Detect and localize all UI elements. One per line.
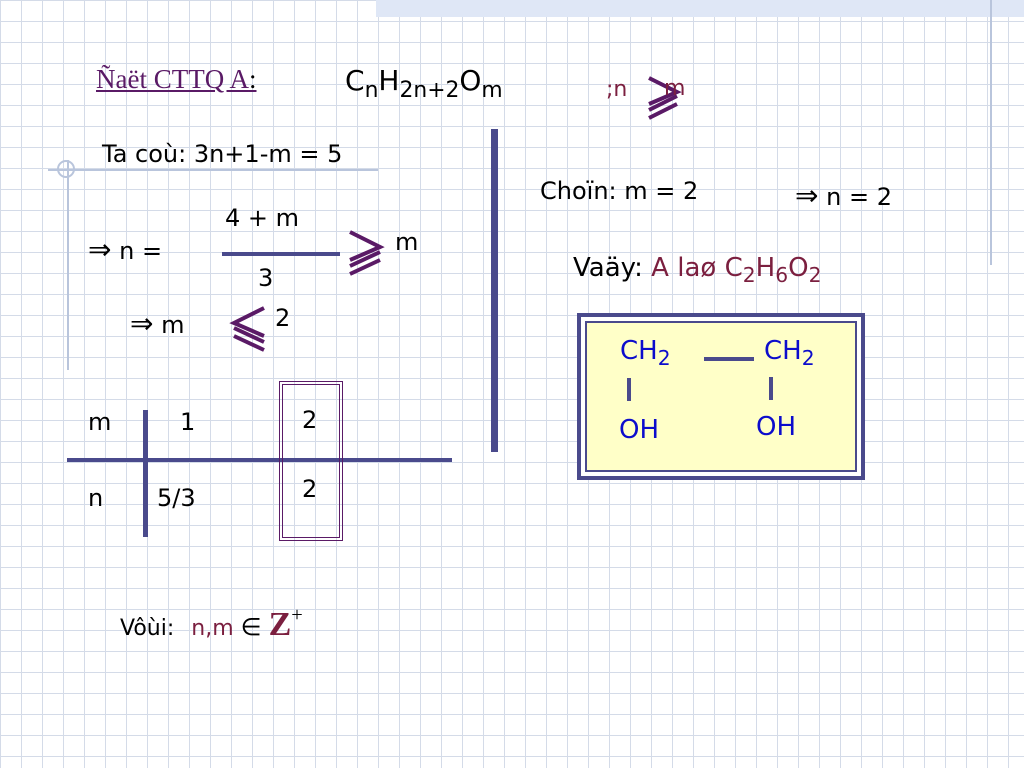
heading-colon: :: [248, 64, 257, 94]
structure-right-group: CH2: [764, 336, 815, 370]
conclusion-line: Vaäy: A laø C2H6O2: [573, 253, 822, 287]
section-divider: [491, 129, 498, 452]
formula-o-sub: m: [481, 77, 503, 103]
formula-c: C: [345, 64, 365, 97]
leq-symbol: [229, 306, 265, 352]
choice-line: Choïn: m = 2: [540, 177, 699, 205]
table-cell-n2: 2: [302, 475, 318, 503]
constraint-vars: n,m: [191, 616, 234, 641]
conclusion-h: H: [755, 253, 776, 283]
structure-right-oh: OH: [756, 412, 797, 442]
fraction-denominator: 3: [258, 264, 274, 292]
geq-symbol-fraction: [349, 230, 385, 276]
fraction-bar: [222, 252, 340, 256]
structure-box: [577, 313, 865, 480]
element-of-icon: ∈: [240, 613, 262, 641]
conclusion-c-sub: 2: [742, 263, 756, 288]
m-label: m: [161, 311, 185, 339]
ineq2-rhs: 2: [275, 304, 291, 332]
right-ch: CH: [764, 336, 802, 366]
implies-arrow-icon-2: ⇒: [130, 307, 154, 340]
result-line: ⇒ n = 2: [795, 179, 892, 212]
result-text: n = 2: [826, 183, 892, 211]
condition-lead: ;n: [606, 77, 628, 102]
implies-arrow-icon: ⇒: [88, 233, 112, 266]
table-cell-n1: 5/3: [157, 484, 196, 512]
top-bar-decoration: [376, 0, 1024, 17]
structure-left-oh: OH: [619, 415, 660, 445]
left-frame-line: [67, 160, 69, 370]
frame-circle-decoration: [57, 160, 75, 178]
table-hline: [67, 458, 452, 462]
structure-bond-left-vertical: [627, 378, 631, 401]
conclusion-a: A: [651, 253, 669, 283]
implies-arrow-icon-3: ⇒: [795, 179, 819, 212]
heading-title-text: Ñaët CTTQ A: [96, 64, 249, 94]
general-formula: CnH2n+2Om: [345, 64, 503, 103]
heading-title: Ñaët CTTQ A:: [96, 64, 257, 95]
equation-line: Ta coù: 3n+1-m = 5: [102, 140, 343, 168]
table-vline: [143, 410, 148, 537]
implies-m-row: ⇒ m: [130, 307, 185, 340]
conclusion-formula: C2H6O2: [724, 253, 822, 287]
table-cell-m1: 1: [180, 408, 196, 436]
left-ch-sub: 2: [657, 346, 671, 371]
right-ch-sub: 2: [801, 346, 815, 371]
left-frame-hline: [48, 169, 378, 171]
integer-set: Z+: [268, 603, 303, 643]
structure-left-group: CH2: [620, 336, 671, 370]
conclusion-lead: Vaäy:: [573, 253, 643, 283]
conclusion-h-sub: 6: [775, 263, 789, 288]
implies-n-row: ⇒ n =: [88, 233, 162, 266]
condition-rhs: m: [664, 76, 686, 101]
integer-set-plus: +: [291, 603, 303, 626]
table-header-n: n: [88, 484, 104, 512]
left-ch: CH: [620, 336, 658, 366]
structure-bond-right-vertical: [769, 377, 773, 400]
fraction-numerator: 4 + m: [225, 204, 300, 232]
table-header-m: m: [88, 408, 112, 436]
conclusion-o: O: [788, 253, 809, 283]
conclusion-c: C: [724, 253, 743, 283]
n-equals-label: n =: [119, 237, 163, 265]
conclusion-o-sub: 2: [808, 263, 822, 288]
ineq1-rhs: m: [395, 228, 419, 256]
highlight-column-box: [279, 381, 343, 541]
constraint-row: Vôùi: n,m ∈ Z+: [120, 603, 303, 644]
right-frame-line: [990, 0, 992, 265]
formula-h: H: [378, 64, 400, 97]
formula-c-sub: n: [364, 77, 379, 103]
table-cell-m2: 2: [302, 406, 318, 434]
integer-set-z: Z: [268, 606, 292, 643]
conclusion-la: laø: [677, 253, 717, 283]
formula-o: O: [459, 64, 482, 97]
structure-bond-horizontal: [704, 357, 754, 361]
formula-h-sub: 2n+2: [399, 77, 460, 103]
constraint-lead: Vôùi:: [120, 616, 175, 641]
geq-symbol-heading: [648, 76, 682, 120]
